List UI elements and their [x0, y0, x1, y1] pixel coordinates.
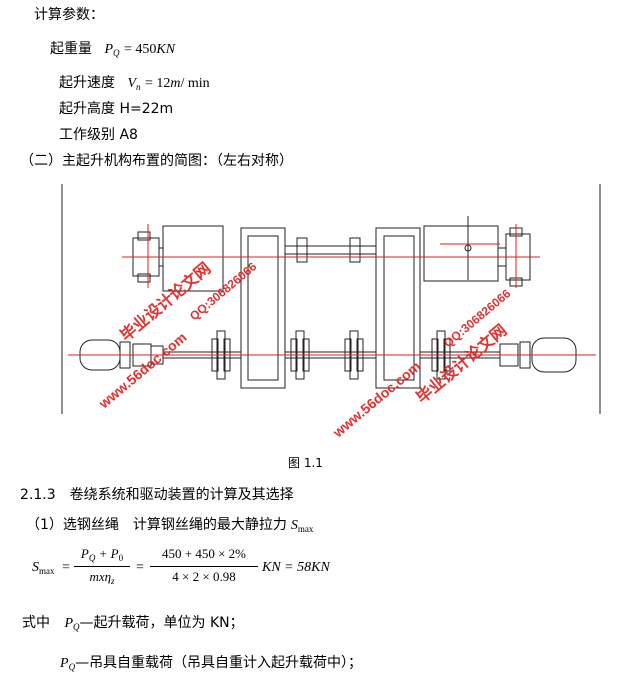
params-heading: 计算参数： [34, 7, 104, 23]
section-title: （二）主起升机构布置的简图：（左右对称） [20, 153, 293, 169]
lift-capacity-sub: Q [113, 48, 120, 58]
formula-den2: 4 × 2 × 0.98 [172, 569, 236, 584]
where-symbol-sub: Q [73, 622, 80, 632]
where-desc: —起升载荷，单位为 KN； [79, 615, 244, 631]
lift-capacity-unit: KN [156, 42, 176, 57]
where-line-2: PQ—吊具自重载荷（吊具自重计入起升载荷中）； [60, 654, 362, 676]
section-2-1-3-heading: 2.1.3 卷绕系统和驱动装置的计算及其选择 [20, 487, 294, 503]
formula-fracline-1 [74, 566, 130, 567]
lift-speed-sub: n [136, 82, 141, 92]
where-line-1: 式中 PQ—起升载荷，单位为 KN； [22, 614, 244, 636]
mechanism-diagram: www.56doc.com 毕业设计论文网 QQ:306826066 www.5… [61, 184, 601, 441]
lift-capacity-label: 起重量 [50, 41, 92, 57]
where2-desc: —吊具自重载荷（吊具自重计入起升载荷中）； [75, 655, 363, 671]
where2-symbol-sub: Q [68, 662, 76, 672]
formula-lhs-sub: max [39, 566, 55, 576]
lift-capacity-symbol: P [104, 42, 114, 57]
formula-den1: mxηz [89, 569, 115, 586]
lift-capacity-value: = 450 [123, 42, 157, 57]
lift-speed-symbol: V [127, 76, 137, 91]
formula-lhs: S [32, 560, 39, 575]
formula-eq1: = [62, 560, 70, 575]
item-1-symbol: S [290, 518, 298, 533]
formula-tail: KN = 58KN [262, 560, 330, 575]
where2-symbol: P [60, 656, 69, 671]
lift-speed-value: = 12 [144, 76, 171, 91]
formula-num2: 450 + 450 × 2% [162, 546, 246, 561]
formula-eq2: = [136, 560, 144, 575]
center-lines [68, 224, 596, 356]
work-class: 工作级别 A8 [59, 127, 138, 143]
where-symbol: P [64, 616, 74, 631]
lift-speed-unit-rest: / min [180, 76, 210, 91]
formula-num1: PQ + P0 [80, 546, 124, 563]
lift-height: 起升高度 H=22m [59, 101, 174, 117]
figure-caption: 图 1.1 [288, 456, 323, 470]
lift-speed-line: 起升速度 Vn = 12m/ min [59, 74, 210, 96]
lift-capacity-line: 起重量 PQ = 450KN [50, 40, 175, 62]
formula-fracline-2 [150, 566, 258, 567]
item-1-text: （1）选钢丝绳 计算钢丝绳的最大静拉力 [26, 517, 287, 533]
lift-speed-unit-m: m [170, 76, 181, 91]
lift-speed-label: 起升速度 [59, 75, 115, 91]
item-1-sub: max [297, 524, 314, 534]
where-prefix: 式中 [22, 615, 50, 631]
